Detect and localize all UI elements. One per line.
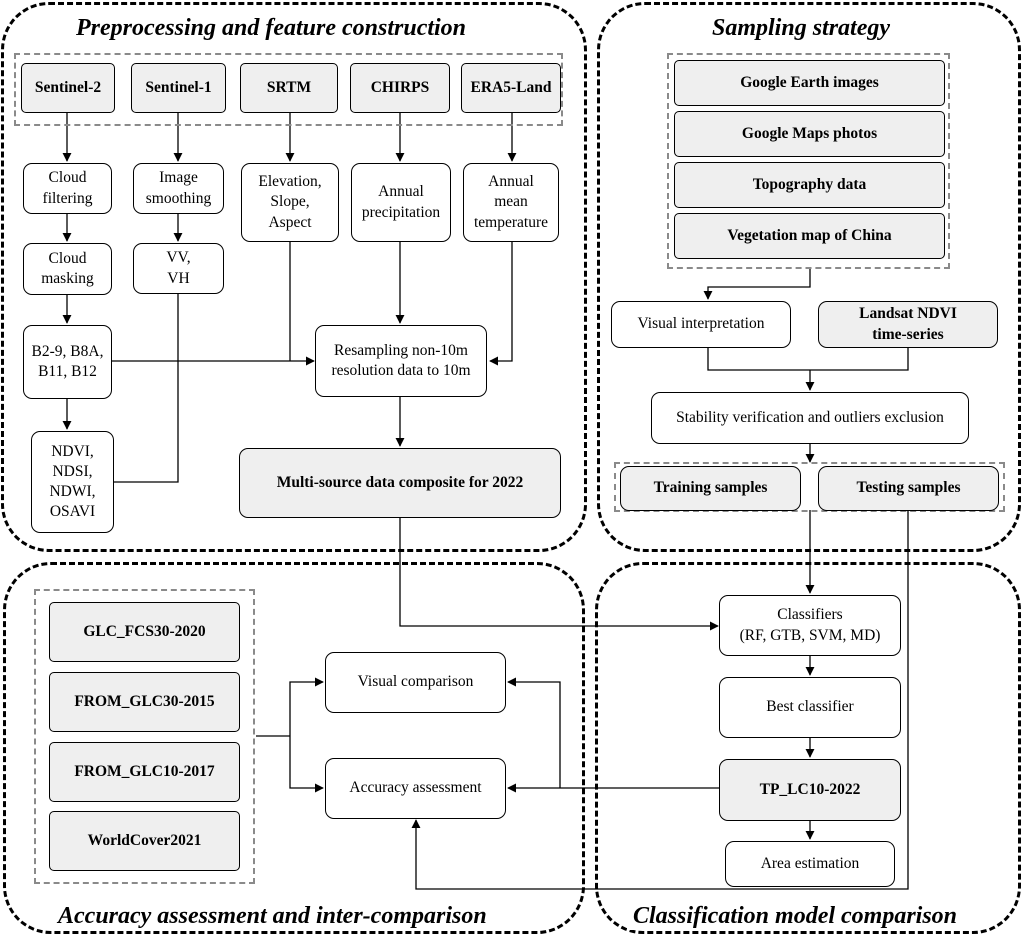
samples-training: Training samples [620,466,801,511]
source-sentinel-2: Sentinel-2 [21,63,115,113]
step-s2-bands: B2-9, B8A, B11, B12 [23,325,112,399]
arrow-products-visual [289,677,324,736]
step-visual-interpretation: Visual interpretation [611,301,791,348]
panel-title-sampling: Sampling strategy [706,14,897,42]
product-tp-lc10-2022: TP_LC10-2022 [719,759,901,821]
step-landsat-ndvi: Landsat NDVI time-series [818,301,998,348]
ref-vegetation-map: Vegetation map of China [674,213,945,259]
step-accuracy-assessment: Accuracy assessment [325,758,506,819]
arrow-sources-visualinterp [703,268,811,300]
step-visual-comparison: Visual comparison [325,652,506,713]
step-spectral-indices: NDVI, NDSI, NDWI, OSAVI [31,431,114,533]
step-cloud-filtering: Cloud filtering [23,163,112,214]
source-sentinel-1: Sentinel-1 [131,63,226,113]
panel-accuracy [3,562,585,934]
panel-title-preprocessing: Preprocessing and feature construction [70,14,473,42]
step-vv-vh: VV, VH [133,243,224,294]
panel-classification [595,562,1021,934]
source-era5-land: ERA5-Land [461,63,561,113]
panel-sampling [597,2,1021,552]
group-reference-sources [667,53,950,269]
connector-visualinterp-join [707,347,909,371]
panel-preprocessing [1,2,587,552]
arrow-temp-resampling [489,241,513,366]
step-area-estimation: Area estimation [725,841,895,887]
source-chirps: CHIRPS [350,63,450,113]
group-existing-products [34,589,255,884]
arrow-composite-classifiers [399,517,719,631]
panel-title-accuracy: Accuracy assessment and inter-comparison [52,902,493,930]
ref-topography: Topography data [674,162,945,208]
samples-testing: Testing samples [818,466,999,511]
source-srtm: SRTM [240,63,338,113]
step-composite: Multi-source data composite for 2022 [239,448,561,518]
step-classifiers: Classifiers (RF, GTB, SVM, MD) [719,595,901,656]
arrow-products-accuracy [289,736,324,793]
step-cloud-masking: Cloud masking [23,243,112,295]
group-samples [614,462,1005,512]
group-data-sources [14,53,563,126]
step-terrain: Elevation, Slope, Aspect [241,163,339,242]
ref-google-earth: Google Earth images [674,60,945,106]
step-precipitation: Annual precipitation [351,163,451,242]
connector-testing-accuracy [411,510,909,890]
arrow-product-visual [507,677,561,788]
connector-vvvh-indices [114,293,179,483]
panel-title-classification: Classification model comparison [627,902,964,930]
ref-google-maps: Google Maps photos [674,111,945,157]
step-best-classifier: Best classifier [719,677,901,738]
product-existing-2: FROM_GLC30-2015 [49,672,240,732]
product-existing-1: GLC_FCS30-2020 [49,602,240,662]
product-existing-3: FROM_GLC10-2017 [49,742,240,802]
step-stability-verification: Stability verification and outliers excl… [651,392,969,444]
product-existing-4: WorldCover2021 [49,811,240,871]
step-temperature: Annual mean temperature [463,163,559,242]
step-resampling: Resampling non-10m resolution data to 10… [315,325,487,397]
step-image-smoothing: Image smoothing [133,163,224,214]
